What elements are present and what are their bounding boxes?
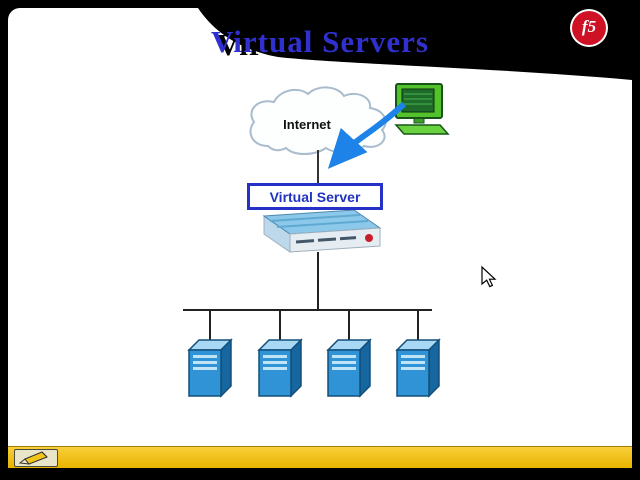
header-swoosh (198, 8, 632, 80)
virtual-server-box: Virtual Server (247, 183, 383, 210)
slide-title: Virtual Servers (211, 24, 429, 59)
internet-label: Internet (283, 117, 331, 132)
f5-logo-text: f5 (581, 17, 597, 36)
server-tower (327, 339, 371, 397)
virtual-server-label: Virtual Server (269, 188, 361, 205)
annotation-tool-button[interactable] (14, 449, 58, 467)
traffic-arrow (327, 101, 407, 169)
f5-logo-icon: f5 (572, 11, 606, 45)
bottom-toolbar (8, 446, 632, 468)
server-tower (258, 339, 302, 397)
bigip-appliance-icon (262, 209, 382, 253)
server-tower (396, 339, 440, 397)
client-computer-icon (394, 83, 450, 135)
server-tower (188, 339, 232, 397)
pencil-icon (18, 451, 48, 465)
mouse-cursor-icon (481, 265, 497, 288)
